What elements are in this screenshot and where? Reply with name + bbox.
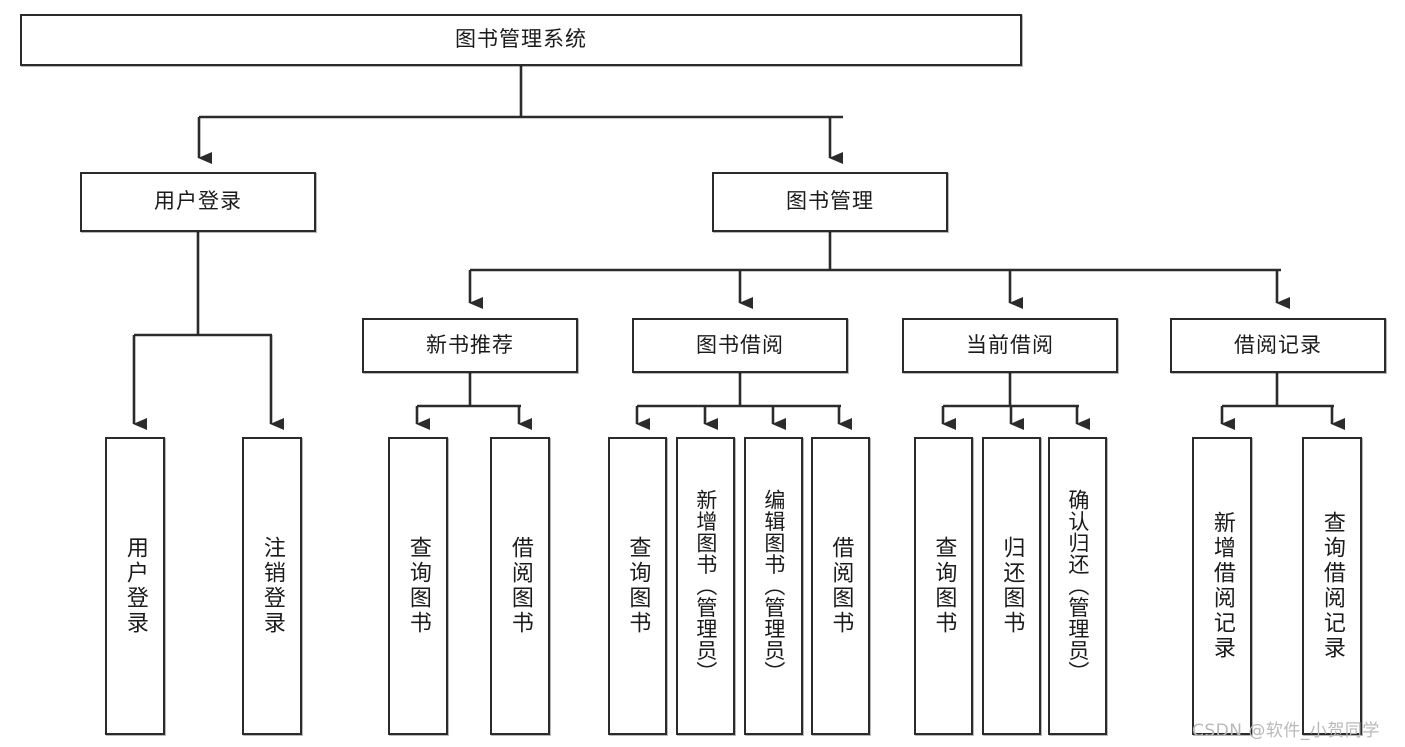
leaf-label: 查询图书 — [405, 536, 431, 636]
leaf-records-add-record[interactable]: 新增借阅记录 — [1192, 437, 1252, 735]
leaf-current-query-book[interactable]: 查询图书 — [914, 437, 973, 735]
node-book-borrow-label: 图书借阅 — [696, 332, 784, 357]
leaf-new-book-query[interactable]: 查询图书 — [388, 437, 448, 735]
leaf-label: 借阅图书 — [828, 536, 854, 636]
node-user-login[interactable]: 用户登录 — [80, 172, 316, 232]
node-book-management-label: 图书管理 — [786, 189, 874, 214]
leaf-label: 查询图书 — [625, 536, 651, 636]
node-borrow-records-label: 借阅记录 — [1234, 332, 1322, 357]
leaf-borrow-borrow-book[interactable]: 借阅图书 — [811, 437, 870, 735]
node-user-login-label: 用户登录 — [154, 189, 242, 214]
leaf-user-login-login[interactable]: 用户登录 — [105, 437, 165, 735]
leaf-borrow-query-book[interactable]: 查询图书 — [608, 437, 667, 735]
leaf-records-query-record[interactable]: 查询借阅记录 — [1302, 437, 1362, 735]
leaf-current-return-book[interactable]: 归还图书 — [982, 437, 1041, 735]
leaf-borrow-add-book-admin[interactable]: 新增图书（管理员） — [676, 437, 735, 735]
leaf-label: 新增借阅记录 — [1209, 511, 1235, 661]
node-new-book-recommend[interactable]: 新书推荐 — [362, 318, 578, 373]
leaf-label: 归还图书 — [999, 536, 1025, 636]
leaf-new-book-borrow[interactable]: 借阅图书 — [490, 437, 550, 735]
node-new-book-recommend-label: 新书推荐 — [426, 332, 514, 357]
leaf-label: 借阅图书 — [507, 536, 533, 636]
leaf-label: 新增图书（管理员） — [693, 489, 718, 683]
node-current-borrow[interactable]: 当前借阅 — [902, 318, 1118, 373]
leaf-label: 查询图书 — [931, 536, 957, 636]
leaf-label: 用户登录 — [122, 536, 148, 636]
leaf-label: 确认归还（管理员） — [1065, 489, 1090, 683]
leaf-borrow-edit-book-admin[interactable]: 编辑图书（管理员） — [744, 437, 803, 735]
node-book-borrow[interactable]: 图书借阅 — [632, 318, 848, 373]
node-book-management[interactable]: 图书管理 — [712, 172, 948, 232]
leaf-user-login-logout[interactable]: 注销登录 — [242, 437, 302, 735]
node-root-label: 图书管理系统 — [455, 27, 587, 52]
node-root[interactable]: 图书管理系统 — [20, 14, 1022, 66]
leaf-label: 编辑图书（管理员） — [761, 489, 786, 683]
node-borrow-records[interactable]: 借阅记录 — [1170, 318, 1386, 373]
leaf-current-confirm-return-admin[interactable]: 确认归还（管理员） — [1048, 437, 1107, 735]
csdn-watermark: CSDN @软件_小贺同学 — [1192, 721, 1380, 741]
leaf-label: 注销登录 — [259, 536, 285, 636]
leaf-label: 查询借阅记录 — [1319, 511, 1345, 661]
node-current-borrow-label: 当前借阅 — [966, 332, 1054, 357]
